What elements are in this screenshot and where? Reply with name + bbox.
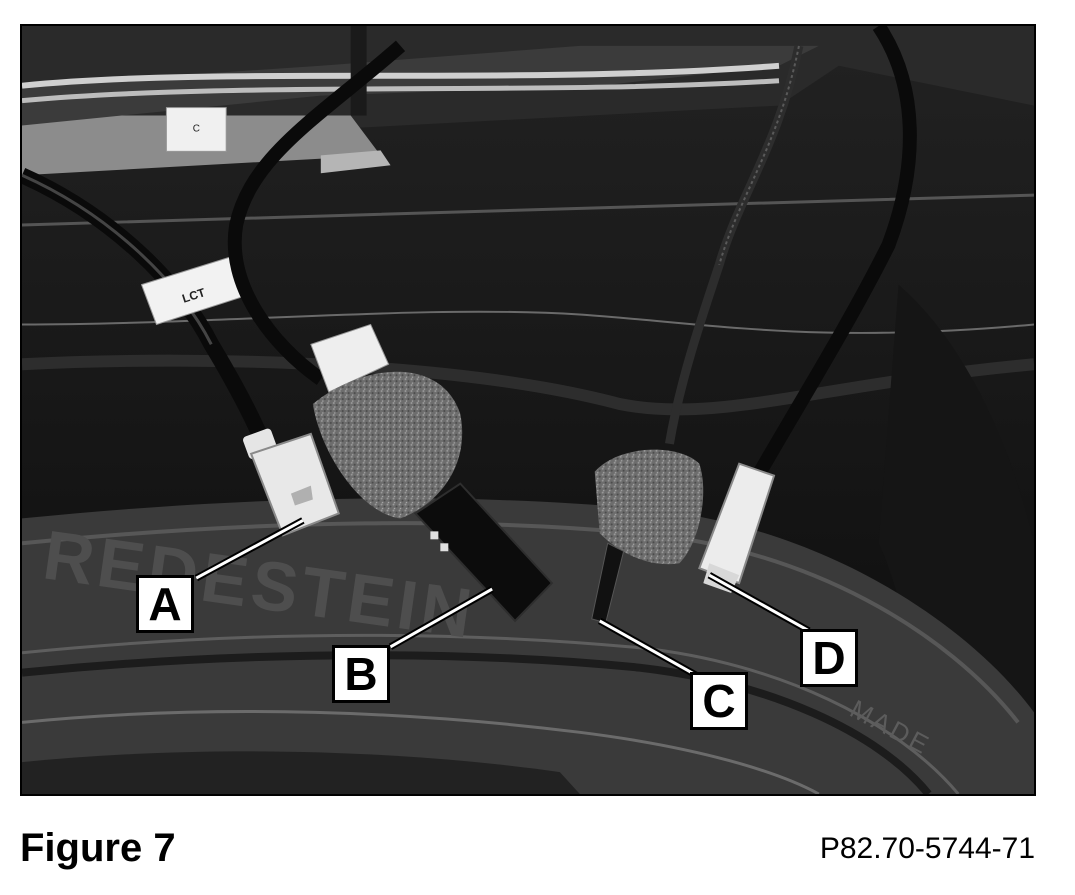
trim-shadow <box>22 354 1034 416</box>
leader-line-b-inner <box>389 587 493 649</box>
tire-sidewall <box>22 498 1034 794</box>
callout-d: D <box>800 629 858 687</box>
connector-d <box>698 462 776 585</box>
callout-c: C <box>690 672 748 730</box>
wheel-rim <box>22 751 580 794</box>
connector-b-pin-1 <box>430 531 439 540</box>
callout-b: B <box>332 645 390 703</box>
cable-b <box>227 40 406 385</box>
metal-clip <box>320 150 391 174</box>
tire-rib-2 <box>22 633 960 794</box>
connector-b-pin-2 <box>440 543 449 552</box>
cable-c-braid <box>718 45 800 266</box>
cable-d <box>753 26 917 478</box>
leader-line-d-inner <box>708 573 810 633</box>
white-wire-top <box>22 62 780 89</box>
leader-lines <box>194 517 811 686</box>
figure-title: Figure 7 <box>20 826 176 870</box>
tag-c <box>165 107 227 152</box>
foam-c <box>594 449 704 565</box>
white-wire-top-2 <box>22 78 780 104</box>
callout-a: A <box>136 575 194 633</box>
connector-a <box>249 432 341 537</box>
photo-frame: REDESTEIN MADE C LCT <box>20 24 1036 796</box>
tag-c-text: C <box>193 123 200 134</box>
figure-reference: P82.70-5744-71 <box>819 832 1035 865</box>
trim-line <box>22 193 1034 227</box>
tire-rib-3 <box>22 710 820 794</box>
cable-a-highlight <box>22 173 213 346</box>
connector-a-detail <box>290 485 313 506</box>
connector-b <box>413 482 554 623</box>
connector-photo: REDESTEIN MADE C LCT <box>22 26 1034 794</box>
wiring-channel <box>22 45 819 126</box>
tire-groove <box>22 651 932 794</box>
leader-line-a-inner <box>195 519 304 580</box>
foam-b <box>312 371 463 519</box>
connector-b-sleeve <box>310 323 390 393</box>
